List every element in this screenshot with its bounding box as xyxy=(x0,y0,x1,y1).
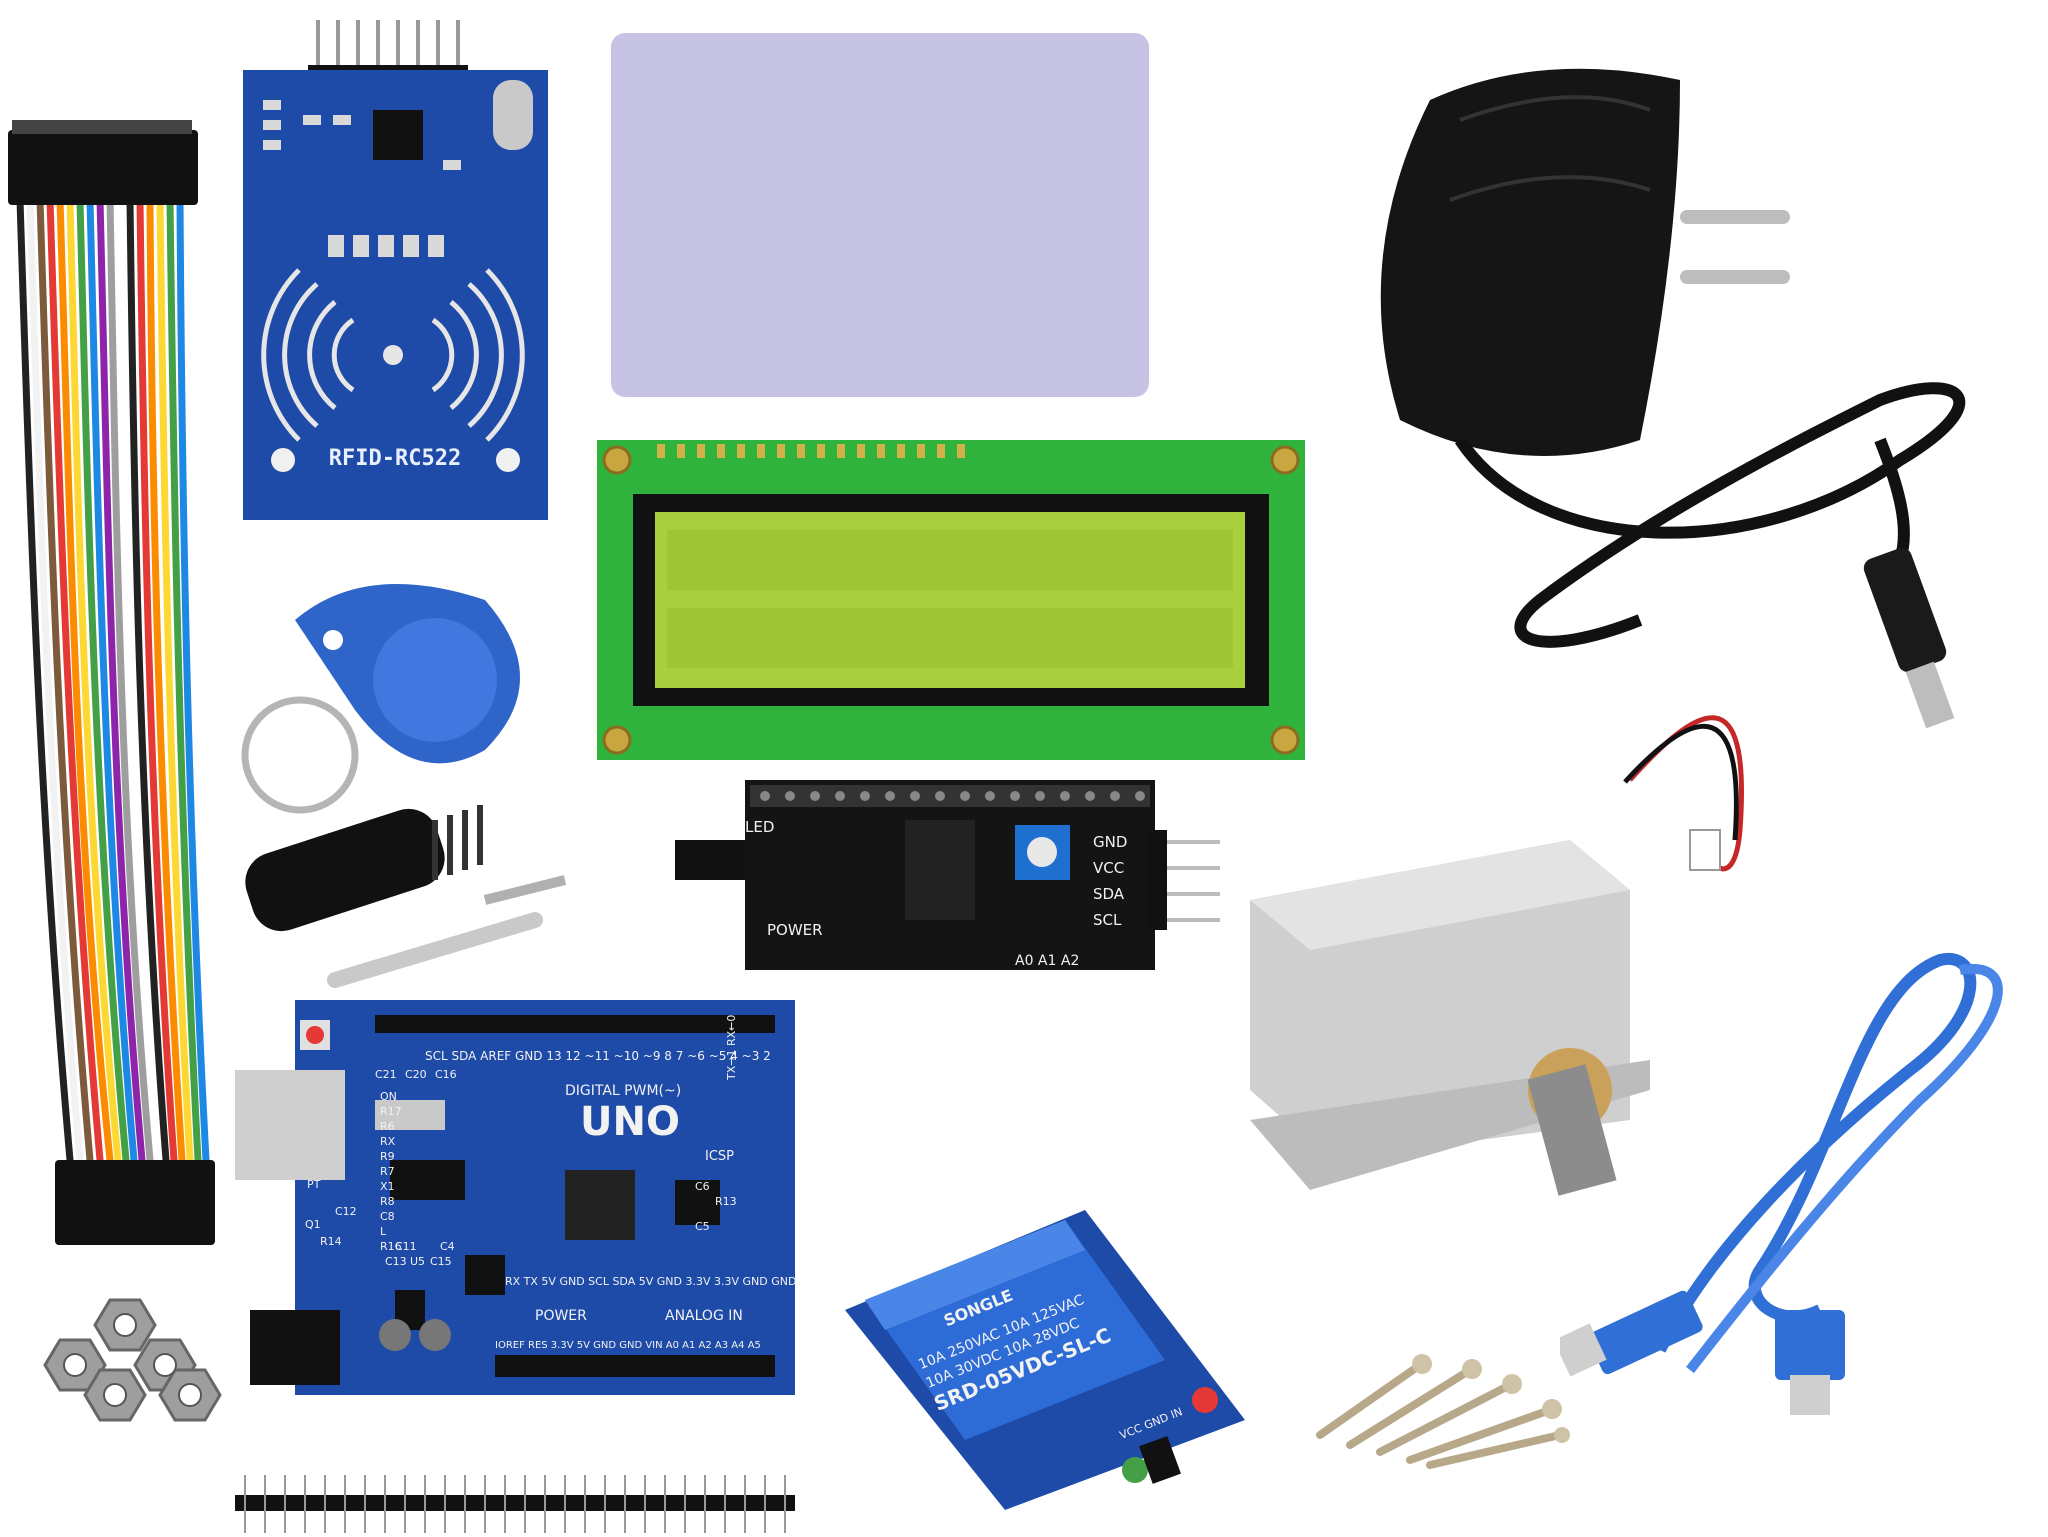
arduino-component-label: R14 xyxy=(320,1235,342,1248)
screws xyxy=(1316,1354,1570,1469)
arduino-component-label: C5 xyxy=(695,1220,710,1233)
arduino-left-label: R6 xyxy=(380,1120,395,1133)
arduino-icsp-label: ICSP xyxy=(705,1149,734,1164)
arduino-analog-label: ANALOG IN xyxy=(665,1308,743,1324)
backpack-pin-sda: SDA xyxy=(1093,885,1125,903)
arduino-header-top-label: SCL SDA AREF GND 13 12 ~11 ~10 ~9 8 7 ~6… xyxy=(425,1049,771,1063)
arduino-component-label: PT xyxy=(307,1178,321,1191)
arduino-left-label: R8 xyxy=(380,1195,395,1208)
arduino-model-label: UNO xyxy=(580,1099,680,1145)
arduino-left-label: C8 xyxy=(380,1210,395,1223)
backpack-led-label: LED xyxy=(745,818,774,836)
pin-header-strip xyxy=(235,1475,795,1533)
arduino-component-label: U5 xyxy=(410,1255,425,1268)
jumper-wires-bundle xyxy=(8,120,215,1245)
arduino-right-labels: RX TX 5V GND SCL SDA 5V GND 3.3V 3.3V GN… xyxy=(505,1275,795,1288)
arduino-component-label: C6 xyxy=(695,1180,710,1193)
arduino-component-label: R13 xyxy=(715,1195,737,1208)
arduino-component-label: Q1 xyxy=(305,1218,321,1231)
arduino-component-label: C21 xyxy=(375,1068,397,1081)
hex-nuts xyxy=(43,1298,222,1422)
solenoid-lock xyxy=(1250,715,1744,1196)
usb-cable xyxy=(1560,952,2003,1415)
arduino-component-label: C13 xyxy=(385,1255,407,1268)
backpack-power-label: POWER xyxy=(767,921,823,939)
rfid-module-label: RFID-RC522 xyxy=(329,446,461,471)
backpack-pin-scl: SCL xyxy=(1093,911,1122,929)
arduino-left-label: RX xyxy=(380,1135,396,1148)
arduino-component-label: C16 xyxy=(435,1068,457,1081)
arduino-component-label: C15 xyxy=(430,1255,452,1268)
arduino-tx-rx-label: TX→1 RX←0 xyxy=(725,1015,738,1081)
arduino-uno-board: SCL SDA AREF GND 13 12 ~11 ~10 ~9 8 7 ~6… xyxy=(235,1000,795,1395)
arduino-left-label: X1 xyxy=(380,1180,395,1193)
arduino-left-label: R16 xyxy=(380,1240,402,1253)
lcd-i2c-backpack: LED POWER A0 A1 A2 GND VCC SDA SCL xyxy=(675,780,1220,970)
rfid-key-fob xyxy=(241,584,520,814)
arduino-component-label: C20 xyxy=(405,1068,427,1081)
relay-module: SONGLE 10A 250VAC 10A 125VAC 10A 30VDC 1… xyxy=(845,1210,1245,1510)
arduino-left-label: ON xyxy=(380,1090,397,1103)
backpack-address-labels: A0 A1 A2 xyxy=(1015,953,1079,969)
rfid-card xyxy=(611,33,1149,397)
arduino-header-bottom-label: IOREF RES 3.3V 5V GND GND VIN A0 A1 A2 A… xyxy=(495,1340,761,1351)
rfid-rc522-module: RFID-RC522 xyxy=(243,20,548,520)
arduino-left-label: R17 xyxy=(380,1105,402,1118)
audio-jack-connector xyxy=(245,805,567,988)
arduino-left-label: R7 xyxy=(380,1165,395,1178)
arduino-power-label: POWER xyxy=(535,1308,587,1324)
arduino-component-label: C11 xyxy=(395,1240,417,1253)
arduino-left-label: L xyxy=(380,1225,387,1238)
backpack-pin-vcc: VCC xyxy=(1093,859,1124,877)
backpack-pin-gnd: GND xyxy=(1093,833,1127,851)
arduino-left-label: R9 xyxy=(380,1150,395,1163)
arduino-digital-label: DIGITAL PWM(~) xyxy=(565,1083,681,1099)
arduino-component-label: C4 xyxy=(440,1240,455,1253)
lcd-16x2-display xyxy=(597,440,1305,760)
arduino-component-label: C12 xyxy=(335,1205,357,1218)
power-adapter xyxy=(1380,68,1966,729)
